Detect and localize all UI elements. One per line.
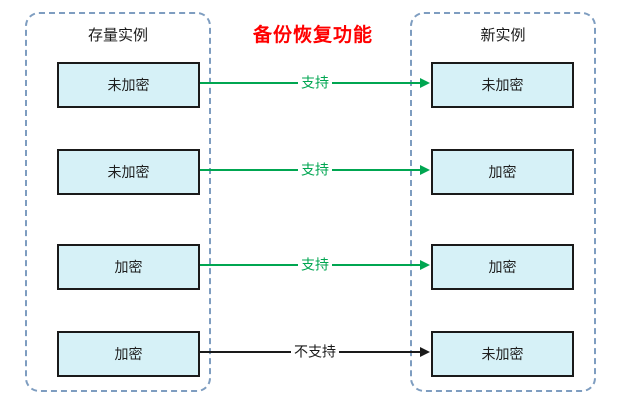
arrowhead-icon [420, 78, 430, 88]
new-instance-node-4: 未加密 [431, 331, 574, 377]
arrow-label: 支持 [298, 159, 332, 180]
arrow-label: 支持 [298, 72, 332, 93]
arrowhead-icon [420, 347, 430, 357]
arrow-label: 不支持 [291, 341, 339, 362]
existing-instance-node-4: 加密 [57, 331, 200, 377]
diagram-title: 备份恢复功能 [252, 25, 373, 46]
new-instance-node-1: 未加密 [431, 62, 574, 108]
existing-instance-node-2: 未加密 [57, 149, 200, 195]
new-instance-node-2: 加密 [431, 149, 574, 195]
arrow-label: 支持 [298, 254, 332, 275]
new-instances-group-label: 新实例 [480, 27, 526, 44]
new-instances-group: 新实例 未加密 加密 加密 未加密 [410, 12, 596, 392]
existing-instances-group: 存量实例 未加密 未加密 加密 加密 [25, 12, 211, 392]
new-instance-node-3: 加密 [431, 244, 574, 290]
existing-instances-group-label: 存量实例 [87, 27, 148, 44]
existing-instance-node-1: 未加密 [57, 62, 200, 108]
existing-instance-node-3: 加密 [57, 244, 200, 290]
arrowhead-icon [420, 165, 430, 175]
arrowhead-icon [420, 260, 430, 270]
